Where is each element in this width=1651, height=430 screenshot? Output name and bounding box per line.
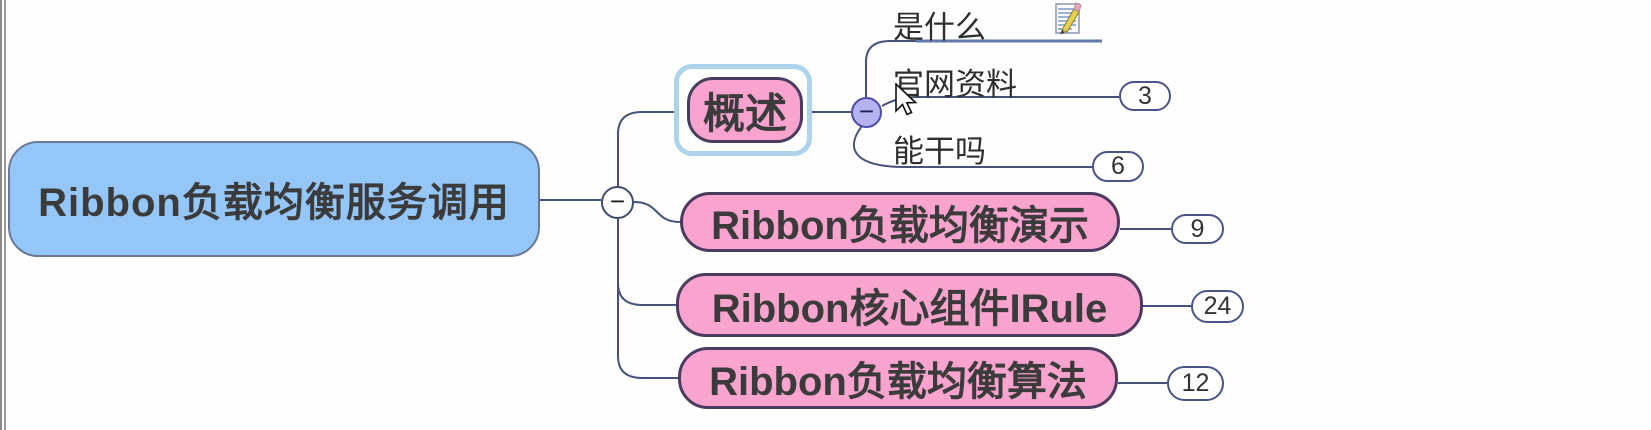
branch-topic-demo[interactable]: Ribbon负载均衡演示 bbox=[680, 192, 1120, 252]
mouse-cursor bbox=[894, 82, 920, 122]
note-icon[interactable] bbox=[1052, 0, 1084, 41]
subtopic-label: 是什么 bbox=[893, 10, 986, 45]
count-badge[interactable]: 24 bbox=[1191, 290, 1244, 323]
count-badge-value: 12 bbox=[1181, 369, 1210, 397]
root-topic[interactable]: Ribbon负载均衡服务调用 bbox=[8, 141, 540, 257]
count-badge-value: 3 bbox=[1138, 81, 1152, 110]
branch-topic-label: Ribbon负载均衡演示 bbox=[711, 204, 1089, 248]
branch-topic-algorithm[interactable]: Ribbon负载均衡算法 bbox=[678, 347, 1118, 409]
count-badge[interactable]: 6 bbox=[1092, 151, 1144, 182]
collapse-button-overview[interactable]: − bbox=[851, 97, 882, 128]
subtopic-label: 能干吗 bbox=[893, 134, 986, 169]
branch-topic-label: 概述 bbox=[702, 89, 787, 137]
window-edge-line bbox=[4, 0, 6, 430]
subtopic-label: 官网资料 bbox=[893, 67, 1017, 102]
branch-topic-irule[interactable]: Ribbon核心组件IRule bbox=[676, 273, 1143, 337]
window-edge-line bbox=[0, 0, 2, 430]
root-topic-label: Ribbon负载均衡服务调用 bbox=[38, 181, 510, 225]
count-badge-value: 24 bbox=[1203, 292, 1232, 320]
subtopic-capability[interactable]: 能干吗 bbox=[893, 126, 986, 171]
count-badge[interactable]: 3 bbox=[1119, 81, 1171, 111]
branch-topic-overview[interactable]: 概述 bbox=[687, 77, 803, 143]
subtopic-website[interactable]: 官网资料 bbox=[893, 59, 1017, 104]
minus-icon: − bbox=[609, 186, 626, 216]
count-badge[interactable]: 12 bbox=[1167, 366, 1224, 401]
branch-topic-label: Ribbon核心组件IRule bbox=[711, 287, 1108, 331]
subtopic-what[interactable]: 是什么 bbox=[893, 2, 986, 47]
count-badge[interactable]: 9 bbox=[1171, 214, 1224, 244]
minus-icon: − bbox=[858, 96, 875, 126]
collapse-button-root[interactable]: − bbox=[601, 186, 634, 219]
count-badge-value: 6 bbox=[1111, 152, 1125, 180]
count-badge-value: 9 bbox=[1190, 214, 1205, 243]
branch-topic-label: Ribbon负载均衡算法 bbox=[709, 360, 1087, 404]
